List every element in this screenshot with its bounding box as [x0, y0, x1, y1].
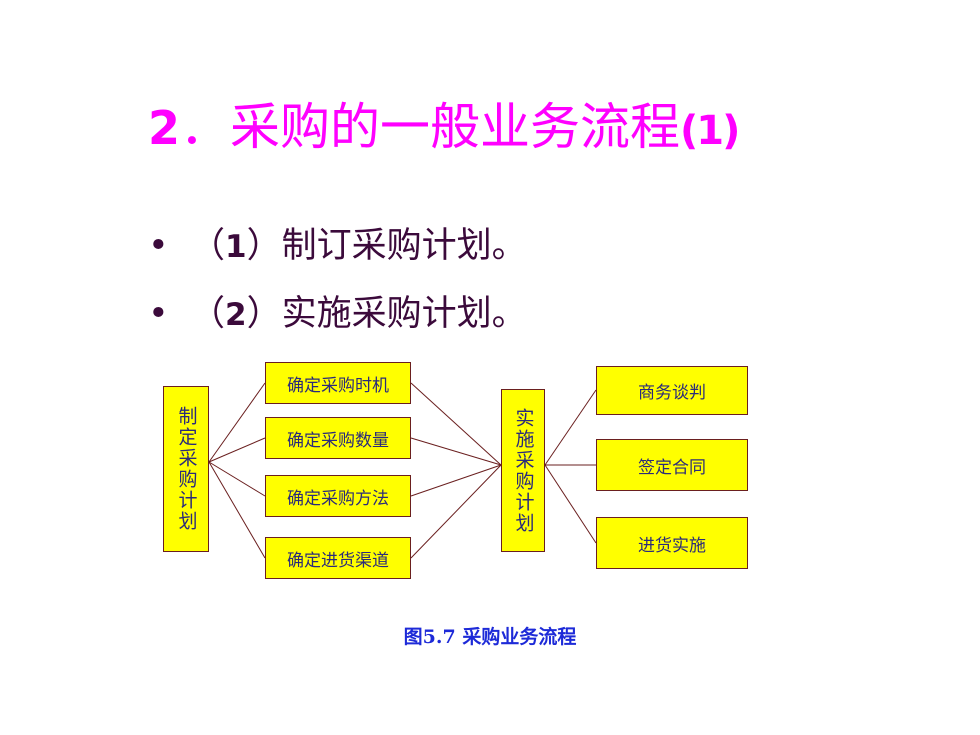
bullet-open-paren: （	[190, 294, 226, 334]
title-separator: ．	[180, 98, 231, 156]
bullet-item: • （2）实施采购计划。	[148, 290, 527, 339]
title-suffix: (1)	[680, 108, 740, 154]
title-number: 2	[148, 101, 181, 155]
connector-line	[208, 461, 266, 559]
connector-line	[208, 461, 266, 497]
bullet-dot: •	[148, 226, 169, 266]
bullet-number: 2	[225, 297, 247, 333]
bullet-close-paren: ）	[246, 294, 282, 334]
step-box-purchase: 进货实施	[596, 517, 748, 569]
step-box-quantity: 确定采购数量	[265, 417, 411, 459]
plan-box: 制定采购计划	[163, 386, 209, 552]
connector-line	[544, 464, 597, 544]
step-box-timing: 确定采购时机	[265, 362, 411, 404]
slide-title: 2．采购的一般业务流程(1)	[148, 92, 740, 166]
connector-line	[208, 437, 266, 463]
title-text: 采购的一般业务流程	[230, 98, 681, 156]
connector-line	[544, 389, 597, 466]
step-box-channel: 确定进货渠道	[265, 537, 411, 579]
implement-box: 实施采购计划	[501, 389, 545, 552]
connector-line	[410, 382, 502, 466]
connector-line	[208, 382, 266, 463]
bullet-open-paren: （	[190, 226, 226, 266]
connector-line	[410, 464, 502, 497]
bullet-number: 1	[225, 229, 247, 265]
figure-caption: 图5.7 采购业务流程	[403, 626, 577, 648]
connector-line	[410, 437, 502, 466]
connector-line	[410, 464, 502, 559]
step-box-contract: 签定合同	[596, 439, 748, 491]
bullet-close-paren: ）	[246, 226, 282, 266]
bullet-text: 实施采购计划。	[281, 294, 527, 334]
bullet-dot: •	[148, 294, 169, 334]
step-box-method: 确定采购方法	[265, 475, 411, 517]
bullet-text: 制订采购计划。	[281, 226, 527, 266]
step-box-negotiation: 商务谈判	[596, 366, 748, 415]
bullet-item: • （1）制订采购计划。	[148, 222, 527, 271]
